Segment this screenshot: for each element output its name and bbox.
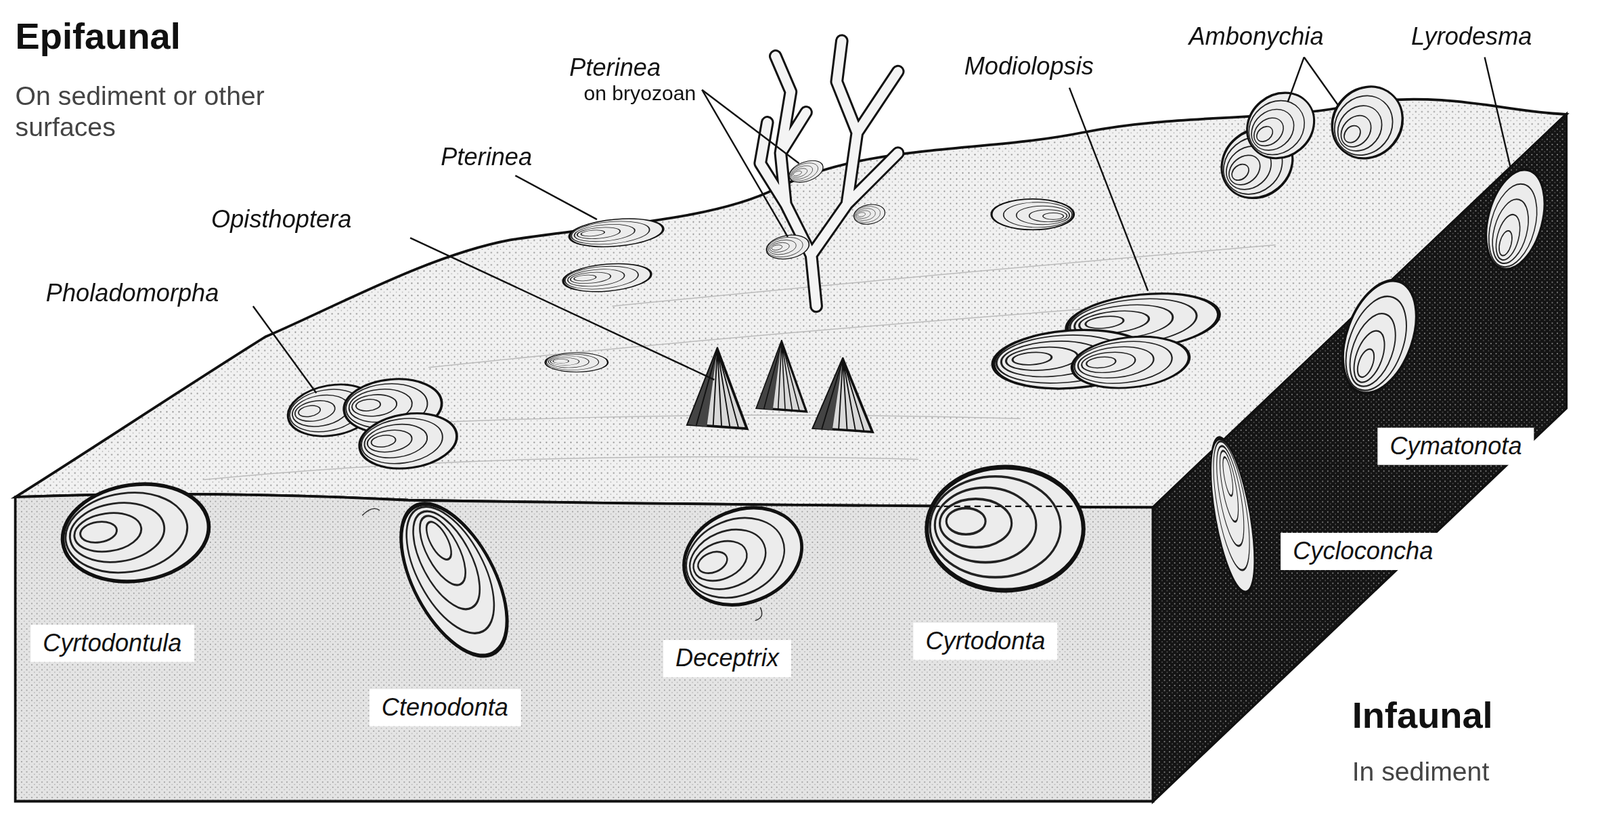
region-note: On sediment or other surfaces (15, 81, 281, 143)
genus-label: Opisthoptera (211, 205, 352, 234)
genus-label: Modiolopsis (964, 52, 1094, 81)
genus-label: Cymatonota (1377, 427, 1534, 465)
substrate-note: on bryozoan (583, 81, 696, 106)
genus-label: Cyrtodonta (913, 622, 1058, 660)
genus-label: Pterinea (569, 52, 661, 82)
genus-label: Ambonychia (1188, 22, 1324, 51)
genus-label: Deceptrix (663, 639, 792, 677)
region-heading: Epifaunal (15, 15, 181, 58)
region-note: In sediment (1352, 757, 1490, 788)
genus-label: Ctenodonta (369, 689, 521, 726)
genus-label: Pterinea (440, 142, 532, 172)
genus-label: Lyrodesma (1411, 22, 1532, 51)
region-heading: Infaunal (1352, 693, 1494, 736)
genus-label: Pholadomorpha (46, 278, 219, 308)
genus-label: Cycloconcha (1280, 532, 1446, 570)
genus-label: Cyrtodontula (30, 624, 194, 662)
